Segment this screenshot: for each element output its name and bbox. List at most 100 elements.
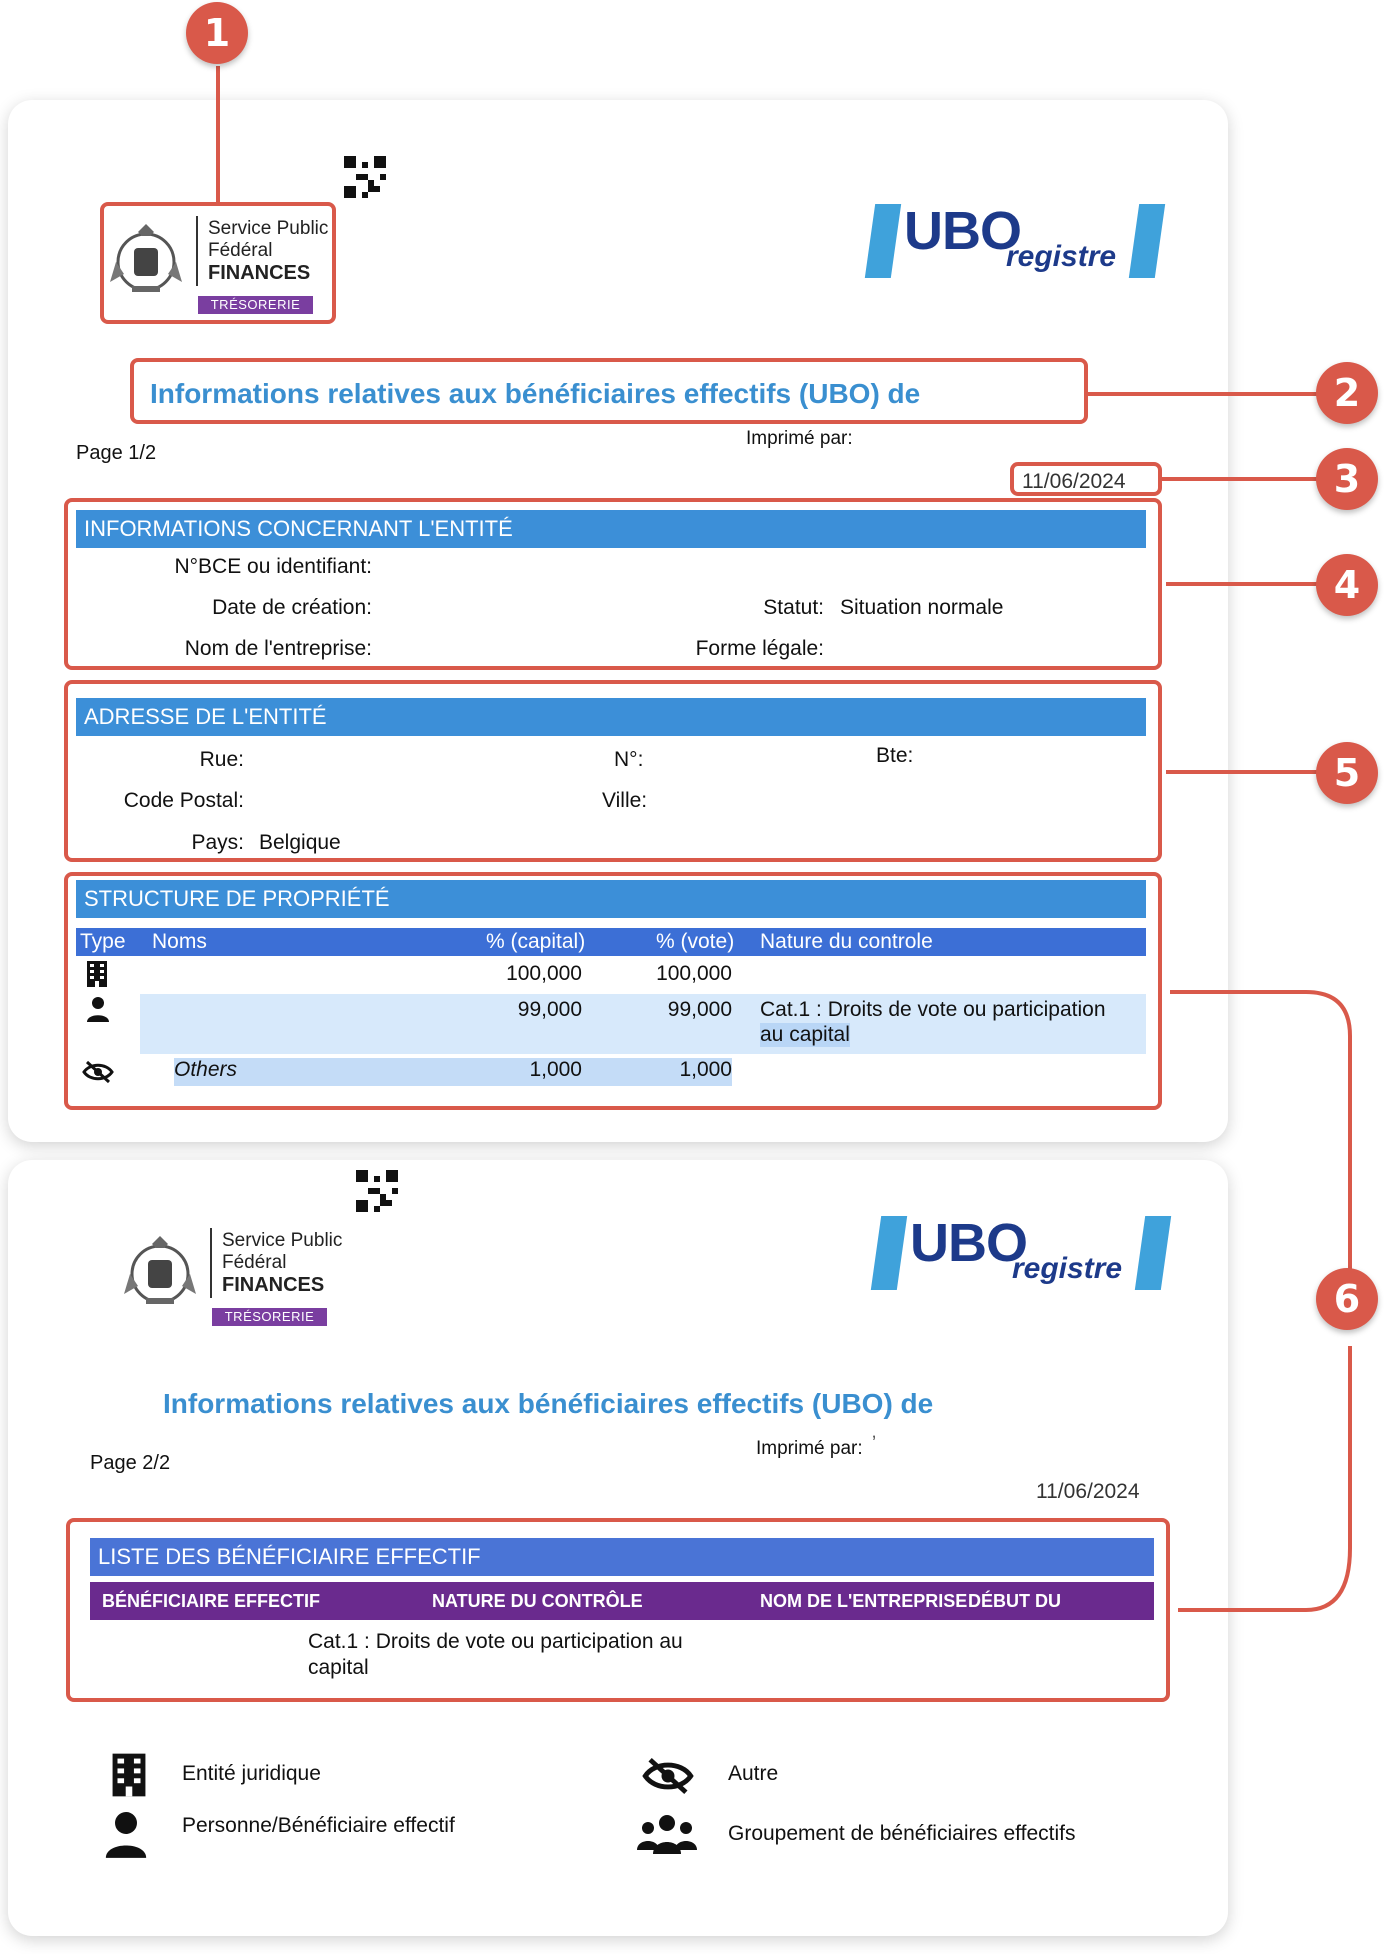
callout-2: 2	[1316, 362, 1378, 424]
col-names: Noms	[152, 930, 207, 953]
callout-4: 4	[1316, 554, 1378, 616]
callout-5-connector	[1166, 770, 1320, 774]
page-2-date: 11/06/2024	[1036, 1480, 1140, 1503]
row-2-capital: 99,000	[517, 998, 582, 1021]
belgian-crest-icon	[110, 224, 182, 292]
col-type: Type	[80, 930, 126, 953]
spf-finances-logo: Service Public Fédéral FINANCES TRÉSORER…	[108, 214, 358, 314]
logo-line-1: Service Public	[208, 218, 329, 239]
row-3-name: Others	[174, 1058, 238, 1081]
logo-line-2: Fédéral	[222, 1252, 287, 1273]
callout-6: 6	[1316, 1268, 1378, 1330]
col-nature: Nature du controle	[760, 930, 933, 953]
row-3-capital: 1,000	[529, 1058, 582, 1081]
logo-line-1: Service Public	[222, 1230, 343, 1251]
eye-slash-icon	[642, 1757, 694, 1795]
page-1-number: Page 1/2	[76, 442, 157, 464]
row-2-nature-line-2: au capital	[760, 1023, 850, 1047]
row-2-background	[140, 994, 1146, 1054]
callout-1: 1	[186, 2, 248, 64]
page-1-card	[8, 100, 1228, 1142]
page-1-title: Informations relatives aux bénéficiaires…	[150, 378, 921, 409]
ubo-registre-logo: UBO registre	[870, 1213, 1172, 1292]
page-2-printed-by: Imprimé par:	[756, 1438, 863, 1459]
ubo-logo-big: UBO	[904, 201, 1022, 261]
col-company-name: NOM DE L'ENTREPRISE	[760, 1591, 968, 1611]
logo-line-3: FINANCES	[208, 262, 311, 284]
company-name-label: Nom de l'entreprise:	[184, 637, 372, 660]
building-icon	[87, 961, 107, 987]
row-3-background	[174, 1058, 732, 1086]
row-2-vote: 99,000	[667, 998, 732, 1021]
logo-tresorerie: TRÉSORERIE	[212, 1308, 327, 1326]
beneficiary-nature-line-2: capital	[308, 1656, 369, 1679]
creation-date-label: Date de création:	[212, 596, 372, 619]
qr-code-icon	[356, 1170, 398, 1212]
page-2-printed-by-mark: ʼ	[872, 1434, 877, 1455]
address-section-header: ADRESSE DE L'ENTITÉ	[76, 698, 1146, 736]
highlight-logo	[100, 202, 336, 324]
ubo-logo-small: registre	[1006, 240, 1117, 273]
highlight-entity	[64, 498, 1162, 670]
group-icon	[637, 1815, 697, 1854]
spf-finances-logo: Service Public Fédéral FINANCES TRÉSORER…	[122, 1226, 372, 1326]
row-1-vote: 100,000	[656, 962, 732, 985]
beneficiary-nature-line-1: Cat.1 : Droits de vote ou participation …	[308, 1630, 683, 1653]
callout-6-connector	[1170, 990, 1352, 1612]
logo-line-2: Fédéral	[208, 240, 273, 261]
row-1-capital: 100,000	[506, 962, 582, 985]
ownership-section-header: STRUCTURE DE PROPRIÉTÉ	[76, 880, 1146, 918]
person-icon	[87, 997, 109, 1022]
highlight-ownership	[64, 872, 1162, 1110]
legend-label-group: Groupement de bénéficiaires effectifs	[728, 1822, 1076, 1845]
ubo-logo-small: registre	[1012, 1252, 1123, 1285]
city-label: Ville:	[602, 789, 648, 812]
page-1-printed-by: Imprimé par:	[746, 428, 853, 449]
legend-label-entity: Entité juridique	[182, 1762, 321, 1785]
callout-5: 5	[1316, 742, 1378, 804]
status-value: Situation normale	[840, 596, 1004, 619]
col-control-nature: NATURE DU CONTRÔLE	[432, 1591, 643, 1611]
highlight-beneficiaries	[66, 1518, 1170, 1702]
legal-form-label: Forme légale:	[695, 637, 824, 660]
person-icon	[105, 1812, 147, 1858]
bce-label: N°BCE ou identifiant:	[174, 555, 372, 578]
highlight-address	[64, 680, 1162, 862]
page-2-title: Informations relatives aux bénéficiaires…	[163, 1388, 934, 1419]
callout-2-connector	[1088, 392, 1320, 396]
legend-label-person: Personne/Bénéficiaire effectif	[182, 1814, 455, 1837]
qr-code-icon	[344, 156, 386, 198]
col-beneficiary: BÉNÉFICIAIRE EFFECTIF	[102, 1591, 321, 1611]
number-label: N°:	[614, 748, 644, 771]
highlight-title	[130, 358, 1088, 424]
country-value: Belgique	[259, 831, 341, 854]
logo-tresorerie: TRÉSORERIE	[198, 296, 313, 314]
logo-line-3: FINANCES	[222, 1274, 325, 1296]
belgian-crest-icon	[124, 1236, 196, 1304]
entity-section-header: INFORMATIONS CONCERNANT L'ENTITÉ	[76, 510, 1146, 548]
building-icon	[112, 1753, 146, 1797]
col-capital: % (capital)	[486, 930, 586, 953]
row-2-nature-line-1: Cat.1 : Droits de vote ou participation	[760, 998, 1106, 1021]
page-1-date: 11/06/2024	[1022, 470, 1126, 493]
col-control-start: DÉBUT DU CONTRÔLE	[968, 1591, 1069, 1649]
callout-3-connector	[1162, 477, 1320, 481]
page-2-number: Page 2/2	[90, 1452, 171, 1474]
status-label: Statut:	[763, 596, 824, 619]
callout-1-connector	[216, 66, 220, 204]
legend-label-other: Autre	[728, 1762, 779, 1785]
ownership-table-header: Type Noms % (capital) % (vote) Nature du…	[76, 928, 1146, 956]
ubo-registre-logo: UBO registre	[864, 201, 1166, 280]
highlight-date	[1010, 462, 1162, 496]
box-label: Bte:	[876, 744, 914, 767]
country-label: Pays:	[191, 831, 244, 854]
street-label: Rue:	[199, 748, 244, 771]
col-vote: % (vote)	[656, 930, 735, 953]
beneficiaries-section-header: LISTE DES BÉNÉFICIAIRE EFFECTIF	[90, 1538, 1154, 1576]
postal-code-label: Code Postal:	[123, 789, 244, 812]
callout-3: 3	[1316, 448, 1378, 510]
beneficiaries-table-header: BÉNÉFICIAIRE EFFECTIF NATURE DU CONTRÔLE…	[90, 1582, 1154, 1649]
callout-4-connector	[1166, 582, 1320, 586]
row-3-vote: 1,000	[679, 1058, 732, 1081]
ubo-logo-big: UBO	[910, 1213, 1028, 1273]
